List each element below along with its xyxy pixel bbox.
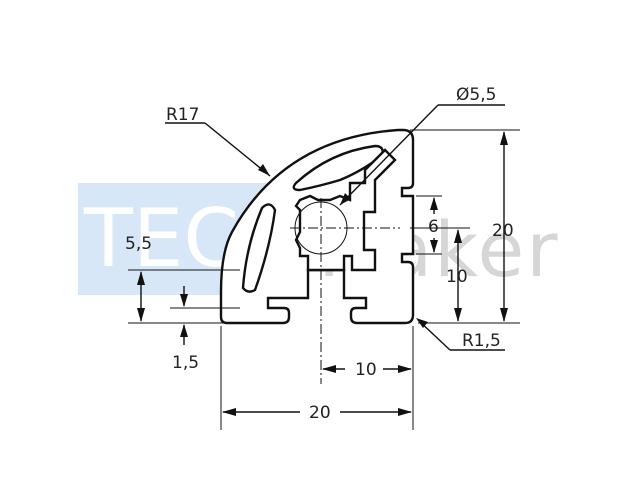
height-label: 20: [492, 221, 514, 241]
bore-diameter-label: Ø5,5: [456, 85, 496, 105]
bottom-offset-label: 10: [355, 360, 377, 380]
slot-width-dimension: 6: [416, 195, 442, 255]
bottom-offset-dimension: 10: [322, 326, 414, 430]
slot-width-label: 6: [428, 217, 439, 237]
left-height-label: 5,5: [125, 234, 152, 254]
height-dimension: 20: [410, 129, 520, 324]
corner-radius-dimension: R1,5: [416, 318, 505, 351]
wall-thickness-label: 1,5: [172, 353, 199, 373]
inner-cavity-top: [292, 144, 384, 192]
width-dimension: 20: [220, 326, 412, 430]
logo-text: TEC: [83, 192, 239, 285]
slot-offset-dimension: 10: [410, 227, 470, 322]
inner-cavity-left: [241, 203, 277, 293]
wall-thickness-dimension: 1,5: [170, 286, 240, 373]
r17-label: R17: [166, 105, 199, 125]
slot-offset-label: 10: [446, 267, 468, 287]
r17-dimension: R17: [165, 105, 271, 177]
width-label: 20: [309, 403, 331, 423]
bore-diameter-dimension: Ø5,5: [339, 85, 505, 206]
left-height-dimension: 5,5: [125, 234, 240, 324]
corner-radius-label: R1,5: [462, 331, 501, 351]
